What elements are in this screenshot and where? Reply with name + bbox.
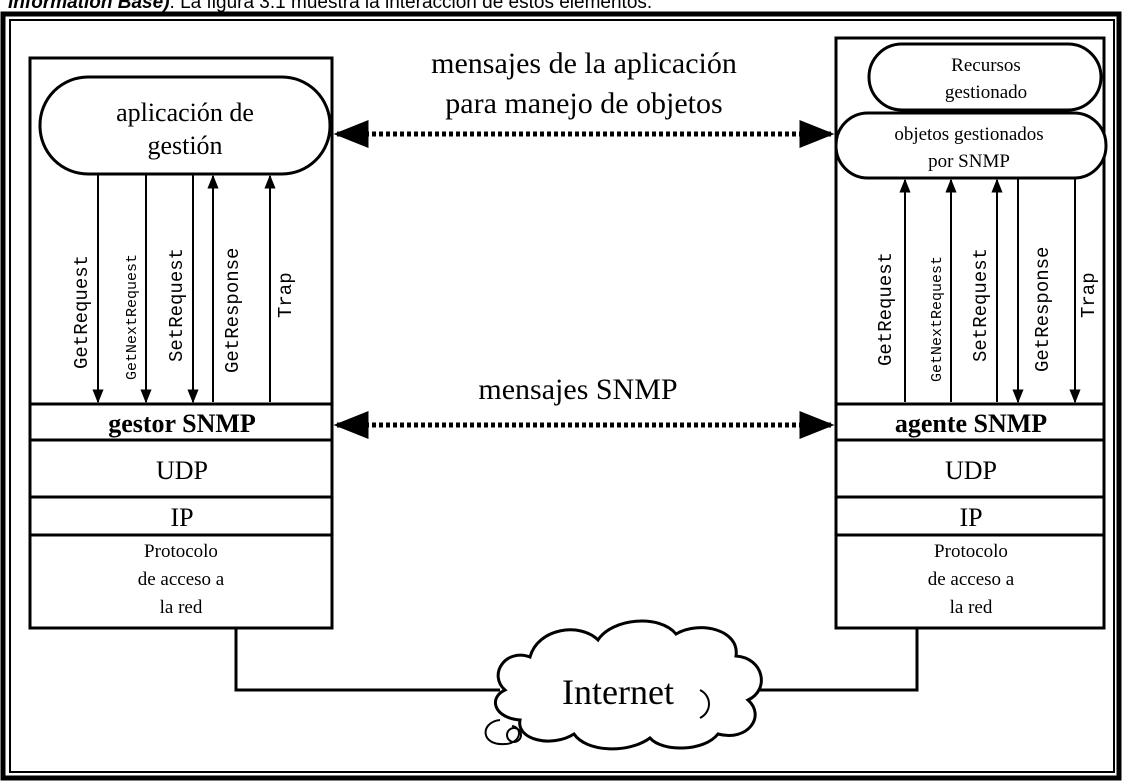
manager-station: aplicación de gestión GetRequest GetNext… [28, 56, 334, 630]
internet-label: Internet [562, 672, 674, 712]
caption-rest: . La figura 3.1 muestra la interacción d… [169, 0, 653, 13]
agent-access-line-3: la red [950, 597, 993, 618]
snmp-messages-label: mensajes SNMP [478, 373, 677, 406]
agent-pdu-setrequest: SetRequest [970, 248, 992, 362]
manager-pdu-getresponse: GetResponse [222, 248, 244, 373]
agent-access-line-2: de acceso a [928, 569, 1015, 590]
agent-station: Recursos gestionado objetos gestionados … [834, 36, 1108, 630]
agent-layer-ip: IP [959, 503, 982, 532]
agent-resources-line-1: Recursos [951, 55, 1021, 76]
manager-layer-ip: IP [170, 503, 193, 532]
agent-pdu-trap: Trap [1078, 272, 1100, 318]
agent-network-link [756, 628, 919, 692]
manager-application-line-2: gestión [147, 131, 222, 160]
manager-access-line-1: Protocolo [144, 541, 218, 562]
manager-layer-udp: UDP [156, 456, 208, 485]
agent-resources-box [867, 42, 1103, 112]
manager-pdu-trap: Trap [275, 272, 297, 318]
agent-objects-line-1: objetos gestionados [894, 124, 1043, 145]
outer-frame [0, 11, 1122, 781]
manager-pdu-getnextrequest: GetNextRequest [124, 254, 141, 380]
agent-access-line-1: Protocolo [934, 541, 1008, 562]
application-messages-line-2: para manejo de objetos [445, 87, 722, 120]
application-messages-line-1: mensajes de la aplicación [431, 47, 737, 80]
manager-layer-snmp: gestor SNMP [108, 409, 256, 438]
agent-objects-box [834, 111, 1108, 180]
manager-application-line-1: aplicación de [116, 98, 254, 127]
agent-pdu-getrequest: GetRequest [875, 252, 897, 366]
manager-access-line-2: de acceso a [138, 569, 225, 590]
internet-cloud-icon [484, 619, 763, 751]
caption-emphasis: Information Base) [8, 0, 170, 13]
agent-layer-snmp: agente SNMP [895, 409, 1047, 438]
manager-pdu-getrequest: GetRequest [71, 255, 93, 369]
manager-application-box [38, 75, 332, 176]
caption-text: Information Base). La figura 3.1 muestra… [8, 0, 1123, 15]
agent-pdu-getnextrequest: GetNextRequest [929, 256, 946, 382]
agent-objects-line-2: por SNMP [928, 151, 1010, 172]
manager-pdu-setrequest: SetRequest [166, 248, 188, 362]
manager-access-line-3: la red [160, 597, 203, 618]
manager-network-link [234, 628, 500, 692]
agent-pdu-getresponse: GetResponse [1032, 247, 1054, 372]
agent-layer-udp: UDP [945, 456, 997, 485]
inner-frame [9, 19, 1115, 773]
agent-resources-line-2: gestionado [945, 82, 1027, 103]
